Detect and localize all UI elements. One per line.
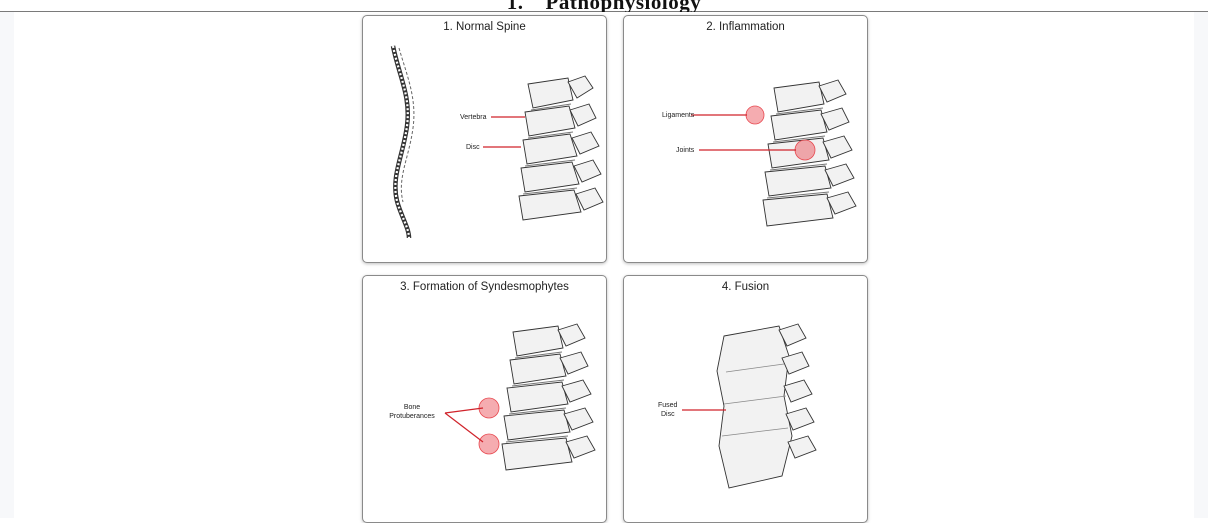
protuberances-label: Protuberances <box>389 413 435 420</box>
normal-spine-illustration: Vertebra Disc <box>363 16 606 262</box>
syndesmophytes-illustration: Bone Protuberances <box>363 276 606 522</box>
disc-label: Disc <box>466 144 480 151</box>
upper-pointer <box>445 408 483 413</box>
fused-vertebrae <box>717 324 816 488</box>
inflammation-illustration: Ligaments Joints <box>624 16 867 262</box>
full-spine-drawing <box>393 46 414 238</box>
fused-label: Fused <box>658 402 678 409</box>
spine-stages-figure: 1. Normal Spine <box>350 12 872 518</box>
lower-protuberance-marker <box>479 434 499 454</box>
panel-syndesmophytes: 3. Formation of Syndesmophytes <box>362 275 607 523</box>
joint-inflammation-marker <box>795 140 815 160</box>
ligaments-label: Ligaments <box>662 112 695 119</box>
panel-normal-spine: 1. Normal Spine <box>362 15 607 263</box>
lower-pointer <box>445 413 483 442</box>
vertebrae-stack <box>519 76 603 220</box>
vertebra-label: Vertebra <box>460 114 487 121</box>
ligament-inflammation-marker <box>746 106 764 124</box>
left-margin <box>0 12 14 518</box>
vertebrae-stack <box>502 324 595 470</box>
disc-label: Disc <box>661 411 675 418</box>
fusion-illustration: Fused Disc <box>624 276 867 522</box>
joints-label: Joints <box>676 147 695 154</box>
right-margin <box>1194 12 1208 518</box>
panel-inflammation: 2. Inflammation <box>623 15 868 263</box>
bone-label: Bone <box>404 404 420 411</box>
panel-fusion: 4. Fusion Fused Disc <box>623 275 868 523</box>
